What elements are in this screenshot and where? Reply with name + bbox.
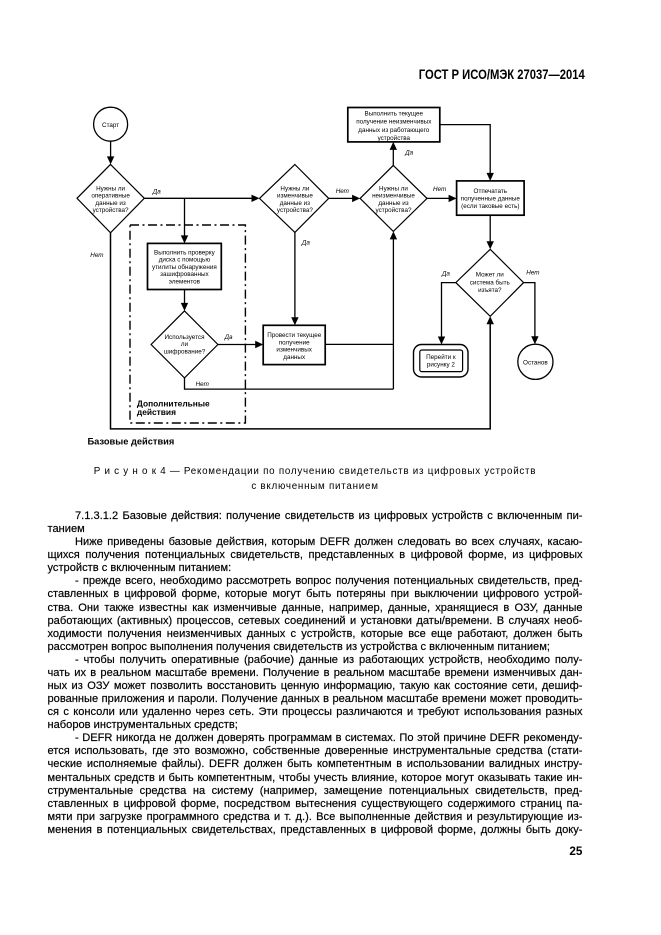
svg-text:данные из: данные из <box>95 200 125 207</box>
svg-text:Нужны ли: Нужны ли <box>96 185 125 192</box>
svg-text:изъята?: изъята? <box>478 287 502 294</box>
svg-text:Провести текущее: Провести текущее <box>267 332 322 339</box>
svg-text:Да: Да <box>441 271 450 278</box>
svg-text:Да: Да <box>301 240 310 247</box>
svg-text:данные из: данные из <box>378 200 408 207</box>
svg-text:Базовые действия: Базовые действия <box>88 437 175 447</box>
svg-text:устройства?: устройства? <box>93 206 129 214</box>
svg-text:устройства: устройства <box>378 134 411 142</box>
svg-text:оперативные: оперативные <box>91 193 130 200</box>
svg-text:Да: Да <box>152 188 161 195</box>
svg-text:данных: данных <box>283 354 306 361</box>
svg-text:данных из работающего: данных из работающего <box>358 126 429 134</box>
svg-text:Нужны ли: Нужны ли <box>379 185 408 192</box>
svg-text:неизменчивые: неизменчивые <box>372 193 415 200</box>
svg-text:утилиты обнаружения: утилиты обнаружения <box>152 263 217 271</box>
svg-text:устройства?: устройства? <box>376 206 412 214</box>
svg-text:полученные данные: полученные данные <box>461 195 521 202</box>
svg-text:изменчивых: изменчивых <box>276 347 312 354</box>
svg-text:данные из: данные из <box>280 200 310 207</box>
svg-text:Может ли: Может ли <box>476 272 505 279</box>
svg-text:Старт: Старт <box>102 122 119 129</box>
svg-text:элементов: элементов <box>169 279 201 286</box>
svg-text:Отпечатать: Отпечатать <box>474 188 508 195</box>
svg-text:зашифрованных: зашифрованных <box>160 271 209 278</box>
svg-text:ли: ли <box>181 341 189 348</box>
svg-text:изменчивые: изменчивые <box>277 193 313 200</box>
svg-text:Перейти к: Перейти к <box>426 353 456 361</box>
svg-text:Нужны ли: Нужны ли <box>280 185 309 192</box>
svg-text:Нет: Нет <box>433 186 446 193</box>
svg-text:Да: Да <box>404 150 413 157</box>
svg-text:получение: получение <box>279 339 310 346</box>
svg-text:Дополнительные: Дополнительные <box>137 399 210 409</box>
svg-text:Выполнить проверку: Выполнить проверку <box>154 249 216 256</box>
svg-text:Нет: Нет <box>336 188 349 195</box>
svg-text:рисунку 2: рисунку 2 <box>427 362 456 369</box>
svg-text:Используется: Используется <box>165 334 205 341</box>
svg-text:Нет: Нет <box>90 252 103 259</box>
svg-text:Останов: Останов <box>523 359 548 366</box>
svg-text:Да: Да <box>224 334 233 341</box>
svg-text:действия: действия <box>137 407 176 417</box>
svg-text:Нет: Нет <box>196 381 209 388</box>
svg-text:диска с помощью: диска с помощью <box>159 257 211 264</box>
svg-text:шифрование?: шифрование? <box>164 348 206 355</box>
svg-text:Выполнить текущее: Выполнить текущее <box>365 111 424 118</box>
svg-text:система быть: система быть <box>470 278 511 286</box>
svg-text:Нет: Нет <box>526 269 539 276</box>
svg-text:устройства?: устройства? <box>277 206 313 214</box>
svg-text:получение неизменчивых: получение неизменчивых <box>356 119 432 126</box>
svg-text:(если таковые есть): (если таковые есть) <box>461 203 519 210</box>
